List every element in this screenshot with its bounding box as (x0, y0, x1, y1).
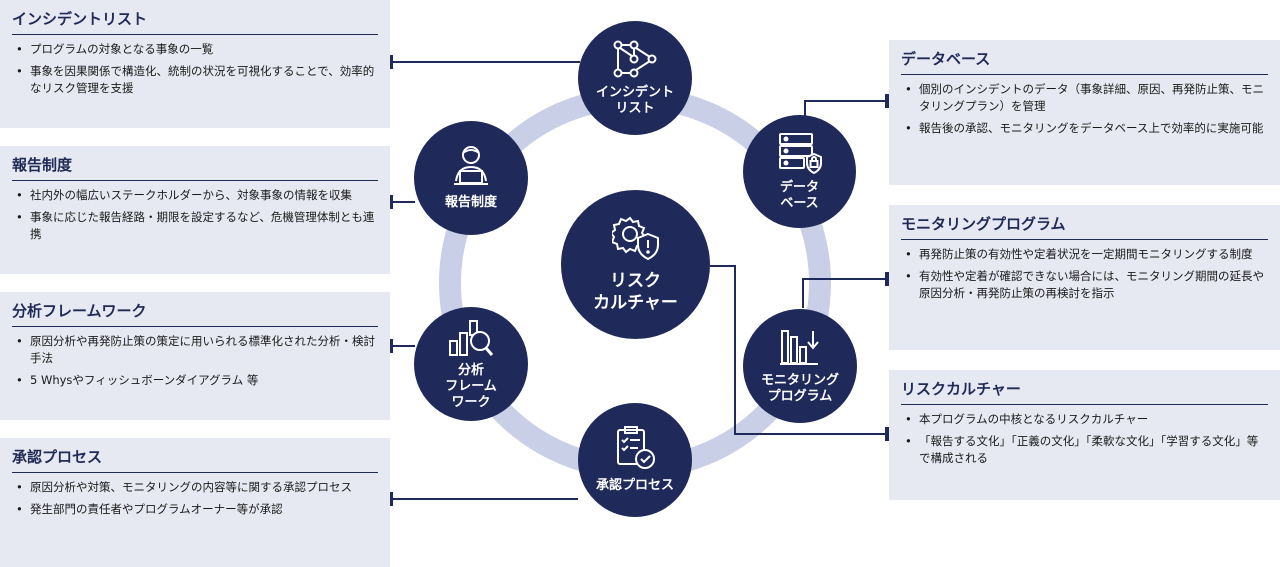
node-database: データ ベース (743, 115, 856, 228)
node-analysis-framework: 分析 フレーム ワーク (414, 307, 528, 421)
list-item: 本プログラムの中核となるリスクカルチャー (905, 411, 1268, 428)
panel-risk-culture: リスクカルチャー 本プログラムの中核となるリスクカルチャー 「報告する文化」「正… (889, 370, 1280, 500)
panel-incident-list: インシデントリスト プログラムの対象となる事象の一覧 事象を因果関係で構造化、統… (0, 0, 390, 128)
chart-magnifier-icon (448, 317, 494, 357)
person-laptop-icon (448, 145, 494, 187)
list-item: 原因分析や再発防止策の策定に用いられる標準化された分析・検討手法 (16, 333, 378, 367)
panel-approval-process: 承認プロセス 原因分析や対策、モニタリングの内容等に関する承認プロセス 発生部門… (0, 438, 390, 567)
server-lock-icon (778, 132, 822, 174)
node-risk-culture: リスク カルチャー (561, 190, 710, 339)
list-item: 個別のインシデントのデータ（事象詳細、原因、再発防止策、モニタリングプラン）を管… (905, 81, 1268, 115)
node-label: リスク カルチャー (593, 270, 678, 313)
panel-monitoring-program: モニタリングプログラム 再発防止策の有効性や定着状況を一定期間モニタリングする制… (889, 205, 1280, 350)
connector-culture (710, 265, 887, 435)
connector-monitoring (802, 278, 887, 308)
bar-chart-down-icon (778, 327, 822, 367)
list-item: 事象に応じた報告経路・期限を設定するなど、危機管理体制とも連携 (16, 209, 378, 243)
list-item: プログラムの対象となる事象の一覧 (16, 41, 378, 58)
list-item: 5 Whysやフィッシュボーンダイアグラム 等 (16, 372, 378, 389)
list-item: 報告後の承認、モニタリングをデータベース上で効率的に実施可能 (905, 120, 1268, 137)
node-report-system: 報告制度 (414, 121, 528, 235)
node-label: 承認プロセス (595, 478, 674, 493)
checklist-icon (614, 426, 656, 470)
node-label: 報告制度 (444, 195, 497, 210)
list-item: 「報告する文化」「正義の文化」「柔軟な文化」「学習する文化」等で構成される (905, 433, 1268, 467)
node-label: データ ベース (779, 179, 819, 211)
panel-title: モニタリングプログラム (901, 213, 1268, 240)
node-label: モニタリング プログラム (760, 373, 839, 404)
panel-database: データベース 個別のインシデントのデータ（事象詳細、原因、再発防止策、モニタリン… (889, 40, 1280, 185)
panel-title: インシデントリスト (12, 8, 378, 35)
list-item: 再発防止策の有効性や定着状況を一定期間モニタリングする制度 (905, 246, 1268, 263)
node-label: インシデント リスト (595, 85, 674, 116)
node-monitoring-program: モニタリング プログラム (743, 309, 857, 423)
gear-shield-icon (611, 216, 660, 260)
panel-title: 報告制度 (12, 154, 378, 181)
node-label: 分析 フレーム ワーク (445, 363, 497, 410)
panel-title: データベース (901, 48, 1268, 75)
panel-report-system: 報告制度 社内外の幅広いステークホルダーから、対象事象の情報を収集 事象に応じた… (0, 146, 390, 274)
panel-title: リスクカルチャー (901, 378, 1268, 405)
list-item: 事象を因果関係で構造化、統制の状況を可視化することで、効率的なリスク管理を支援 (16, 63, 378, 97)
node-incident-list: インシデント リスト (578, 21, 692, 135)
list-item: 社内外の幅広いステークホルダーから、対象事象の情報を収集 (16, 187, 378, 204)
network-graph-icon (612, 39, 658, 79)
list-item: 発生部門の責任者やプログラムオーナー等が承認 (16, 501, 378, 518)
panel-title: 分析フレームワーク (12, 300, 378, 327)
list-item: 原因分析や対策、モニタリングの内容等に関する承認プロセス (16, 479, 378, 496)
panel-title: 承認プロセス (12, 446, 378, 473)
panel-analysis-framework: 分析フレームワーク 原因分析や再発防止策の策定に用いられる標準化された分析・検討… (0, 292, 390, 420)
list-item: 有効性や定着が確認できない場合には、モニタリング期間の延長や原因分析・再発防止策… (905, 268, 1268, 302)
node-approval-process: 承認プロセス (578, 403, 692, 517)
